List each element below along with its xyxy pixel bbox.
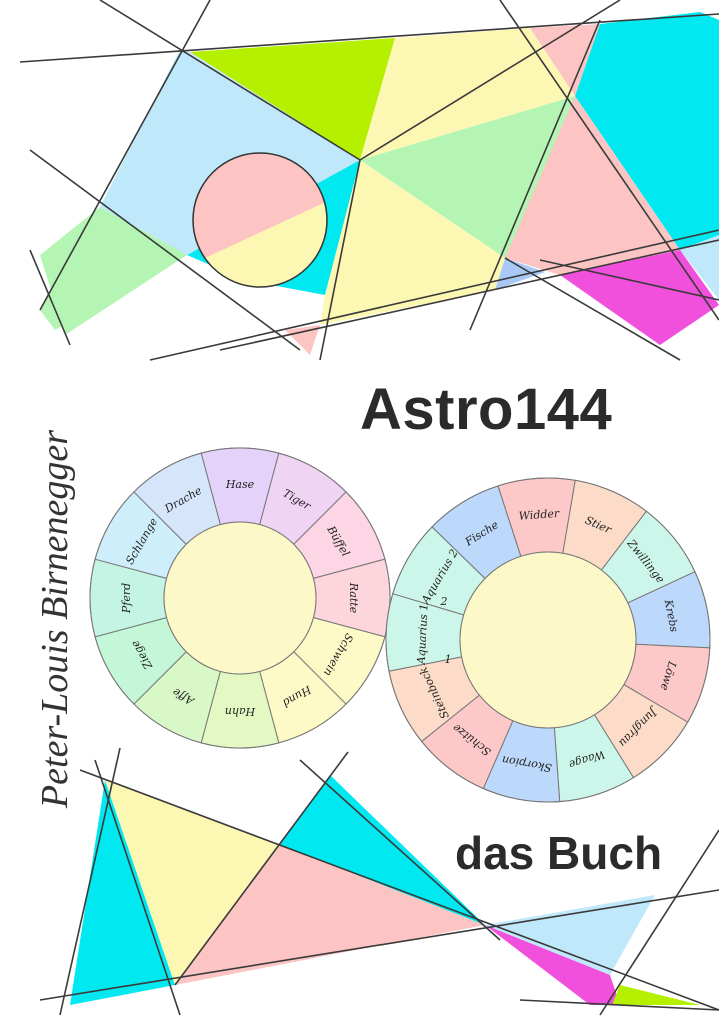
chinese-wheel-sign-label: Ratte (347, 582, 360, 614)
top-geometric-pattern (19, 0, 719, 361)
bottom-sky-right (485, 895, 655, 975)
top-lime-triangle (190, 38, 395, 160)
top-mint-center (360, 96, 575, 258)
book-title: Astro144 (360, 377, 613, 442)
top-sky-left-band (100, 50, 360, 255)
top-sky-small-right (680, 235, 719, 300)
top-yellow-lower (320, 160, 505, 325)
bottom-geometric-pattern (39, 747, 719, 1016)
bottom-cyan-left (70, 780, 175, 1005)
bottom-magenta (485, 925, 620, 1005)
western-wheel-sign-label: Aquarius 1 (415, 603, 431, 665)
chinese-zodiac-wheel: HaseTigerBüffelRatteSchweinHundHahnAffeZ… (89, 447, 391, 749)
chinese-wheel-sign-label: Pferd (120, 583, 133, 614)
chinese-wheel-outer-ring (89, 447, 391, 749)
bottom-lime (612, 985, 700, 1005)
book-subtitle: das Buch (455, 827, 663, 879)
chinese-wheel-center (163, 521, 317, 675)
western-wheel-center (459, 551, 637, 729)
top-sky-small (495, 258, 545, 290)
chinese-wheel-sign-label: Hahn (225, 705, 256, 718)
bottom-cyan-mid (280, 775, 485, 925)
bottom-pink (175, 845, 485, 985)
western-wheel-sign-label: Krebs (661, 598, 680, 634)
chinese-wheel-sign-label: Hase (225, 478, 255, 491)
top-pink-bottom (285, 325, 320, 355)
author-name: Peter-Louis Birnenegger (34, 429, 76, 809)
top-cyan-right (575, 12, 719, 250)
top-circle (192, 152, 328, 288)
top-pink-right (505, 96, 680, 275)
western-wheel-outer-ring (385, 477, 711, 803)
western-wheel-inner-mark: 2 (440, 595, 448, 608)
western-wheel-sign-label: Widder (518, 507, 560, 523)
top-pink-upper (530, 24, 600, 96)
bottom-yellow-left (105, 780, 280, 985)
western-wheel-inner-mark: 1 (445, 653, 452, 666)
